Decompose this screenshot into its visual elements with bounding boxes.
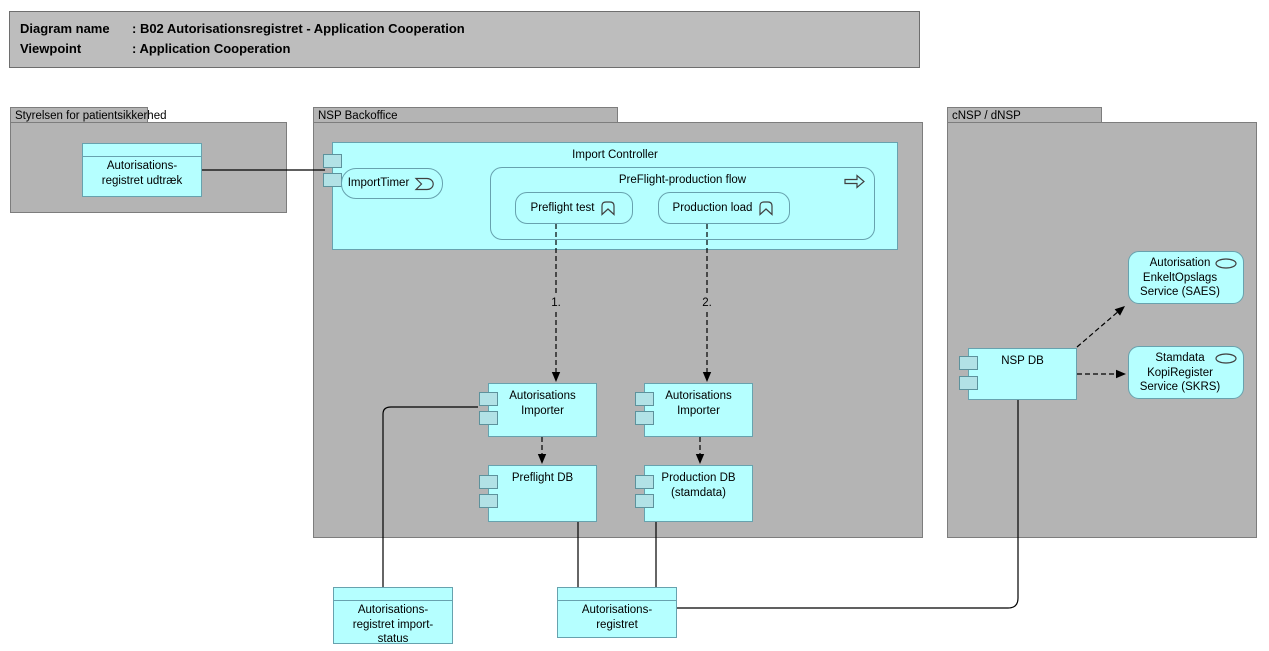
group-cnsp-dnsp-body [947,122,1257,538]
function-icon [601,201,616,216]
data-object-label: Autorisations- registret [581,604,653,631]
group-cnsp-dnsp-tab: cNSP / dNSP [947,107,1102,123]
component-label: Autorisations Importer [509,390,576,417]
viewpoint-row: Viewpoint : Application Cooperation [20,39,909,59]
component-port-icon [479,392,498,406]
process-arrow-icon [844,174,865,189]
component-port-icon [635,411,654,425]
group-styrelsen-tab: Styrelsen for patientsikkerhed [10,107,167,123]
component-port-icon [479,475,498,489]
component-label: Import Controller [572,149,658,161]
service-icon [1215,353,1237,364]
component-port-icon [323,173,342,187]
group-cnsp-dnsp-label: cNSP / dNSP [952,110,1021,122]
service-label: Stamdata KopiRegister Service (SKRS) [1139,352,1221,393]
service-saes[interactable]: Autorisation EnkeltOpslags Service (SAES… [1128,251,1244,304]
component-nsp-db[interactable]: NSP DB [959,348,1077,400]
component-autorisations-importer-left[interactable]: Autorisations Importer [479,383,597,437]
component-autorisations-importer-right[interactable]: Autorisations Importer [635,383,753,437]
component-label: Preflight DB [511,472,574,484]
viewpoint-label: Viewpoint [20,41,82,56]
component-port-icon [635,392,654,406]
diagram-name-label: Diagram name [20,21,110,36]
group-styrelsen-label: Styrelsen for patientsikkerhed [15,110,167,122]
component-preflight-db[interactable]: Preflight DB [479,465,597,522]
group-nsp-backoffice-label: NSP Backoffice [318,110,398,122]
component-label: Autorisations Importer [665,390,732,417]
service-icon [1215,258,1237,269]
data-object-band [83,144,201,157]
component-port-icon [479,494,498,508]
component-port-icon [479,411,498,425]
component-port-icon [323,154,342,168]
function-preflight-test[interactable]: Preflight test [515,192,633,224]
component-port-icon [635,494,654,508]
component-production-db[interactable]: Production DB (stamdata) [635,465,753,522]
data-object-autorisationsregistret-udtraek[interactable]: Autorisations- registret udtræk [82,143,202,197]
diagram-title-box: Diagram name : B02 Autorisationsregistre… [9,11,920,68]
function-production-load[interactable]: Production load [658,192,790,224]
event-label: ImportTimer [347,177,410,190]
data-object-label: Autorisations- registret udtræk [101,160,183,187]
data-object-label: Autorisations- registret import- status [352,604,434,645]
event-icon [414,177,435,190]
diagram-name-value: : B02 Autorisationsregistret - Applicati… [132,21,465,36]
service-label: Autorisation EnkeltOpslags Service (SAES… [1140,257,1220,298]
process-label: PreFlight-production flow [618,174,747,186]
flow-step-1-label: 1. [548,296,564,310]
data-object-band [334,588,452,601]
viewpoint-value: : Application Cooperation [132,41,291,56]
group-cnsp-dnsp[interactable]: cNSP / dNSP [947,107,1257,538]
component-label: Production DB (stamdata) [661,472,736,499]
diagram-name-row: Diagram name : B02 Autorisationsregistre… [20,19,909,39]
service-skrs[interactable]: Stamdata KopiRegister Service (SKRS) [1128,346,1244,399]
component-label: NSP DB [1001,355,1044,367]
component-port-icon [959,356,978,370]
data-object-autorisationsregistret-import-status[interactable]: Autorisations- registret import- status [333,587,453,645]
event-import-timer[interactable]: ImportTimer [341,168,443,199]
component-port-icon [635,475,654,489]
function-icon [759,201,774,216]
function-label: Preflight test [530,201,595,214]
function-label: Production load [672,201,753,214]
flow-step-2-label: 2. [699,296,715,310]
data-object-autorisationsregistret[interactable]: Autorisations- registret [557,587,677,638]
group-nsp-backoffice-tab: NSP Backoffice [313,107,618,123]
data-object-band [558,588,676,601]
component-port-icon [959,376,978,390]
